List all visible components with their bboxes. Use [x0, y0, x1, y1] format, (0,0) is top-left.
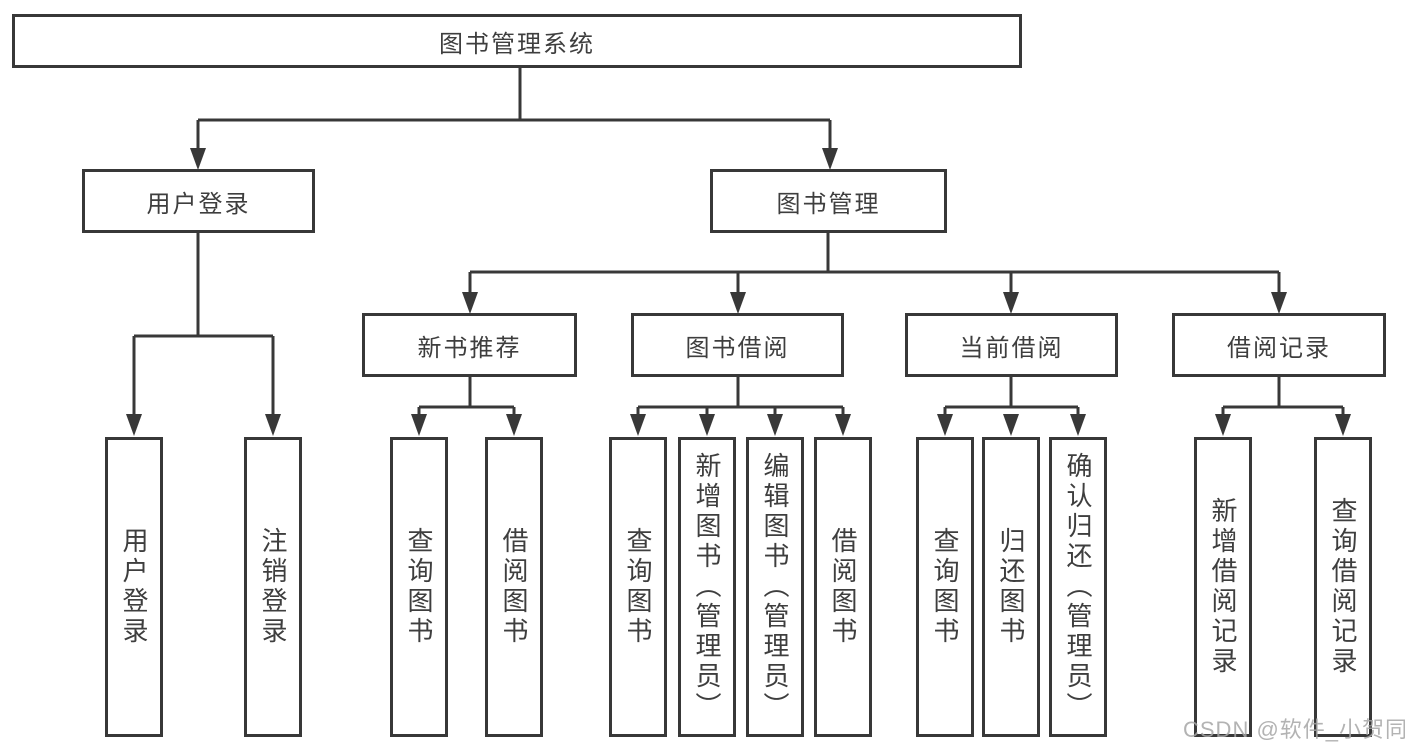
- leaf-user-login: 用户登录: [105, 437, 163, 737]
- node-label: 新增图书（管理员）: [692, 452, 722, 722]
- node-label: 图书借阅: [685, 334, 790, 362]
- node-label: 借阅图书: [828, 527, 858, 647]
- node-label: 查询图书: [930, 527, 960, 647]
- node-root-library-system: 图书管理系统: [12, 14, 1022, 68]
- node-book-borrowing: 图书借阅: [631, 313, 844, 377]
- leaf-recommend-borrow-books: 借阅图书: [485, 437, 543, 737]
- node-label: 新书推荐: [417, 334, 522, 362]
- leaf-current-return-books: 归还图书: [982, 437, 1040, 737]
- node-label: 查询借阅记录: [1328, 497, 1358, 677]
- node-label: 注销登录: [258, 527, 288, 647]
- leaf-current-confirm-return-admin: 确认归还（管理员）: [1049, 437, 1107, 737]
- node-label: 查询图书: [404, 527, 434, 647]
- node-new-book-recommend: 新书推荐: [362, 313, 577, 377]
- node-book-management: 图书管理: [710, 169, 947, 233]
- node-label: 编辑图书（管理员）: [760, 452, 790, 722]
- node-label: 查询图书: [623, 527, 653, 647]
- node-borrowing-records: 借阅记录: [1172, 313, 1386, 377]
- leaf-current-query-books: 查询图书: [916, 437, 974, 737]
- leaf-borrowing-edit-books-admin: 编辑图书（管理员）: [746, 437, 804, 737]
- node-label: 图书管理: [776, 190, 881, 218]
- node-label: 用户登录: [119, 527, 149, 647]
- node-user-login: 用户登录: [82, 169, 315, 233]
- node-label: 归还图书: [996, 527, 1026, 647]
- arrow-down-icons: [126, 148, 1351, 436]
- leaf-records-add-record: 新增借阅记录: [1194, 437, 1252, 737]
- leaf-borrowing-borrow-books: 借阅图书: [814, 437, 872, 737]
- csdn-watermark: CSDN @软件_小贺同学: [1183, 717, 1405, 742]
- node-label: 新增借阅记录: [1208, 497, 1238, 677]
- leaf-recommend-query-books: 查询图书: [390, 437, 448, 737]
- node-label: 当前借阅: [959, 334, 1064, 362]
- node-label: 借阅图书: [499, 527, 529, 647]
- node-label: 用户登录: [146, 190, 251, 218]
- leaf-records-query-record: 查询借阅记录: [1314, 437, 1372, 737]
- node-label: 确认归还（管理员）: [1063, 452, 1093, 722]
- leaf-borrowing-add-books-admin: 新增图书（管理员）: [678, 437, 736, 737]
- leaf-logout: 注销登录: [244, 437, 302, 737]
- node-label: 图书管理系统: [439, 30, 595, 58]
- node-label: 借阅记录: [1227, 334, 1331, 362]
- node-current-borrowing: 当前借阅: [905, 313, 1118, 377]
- leaf-borrowing-query-books: 查询图书: [609, 437, 667, 737]
